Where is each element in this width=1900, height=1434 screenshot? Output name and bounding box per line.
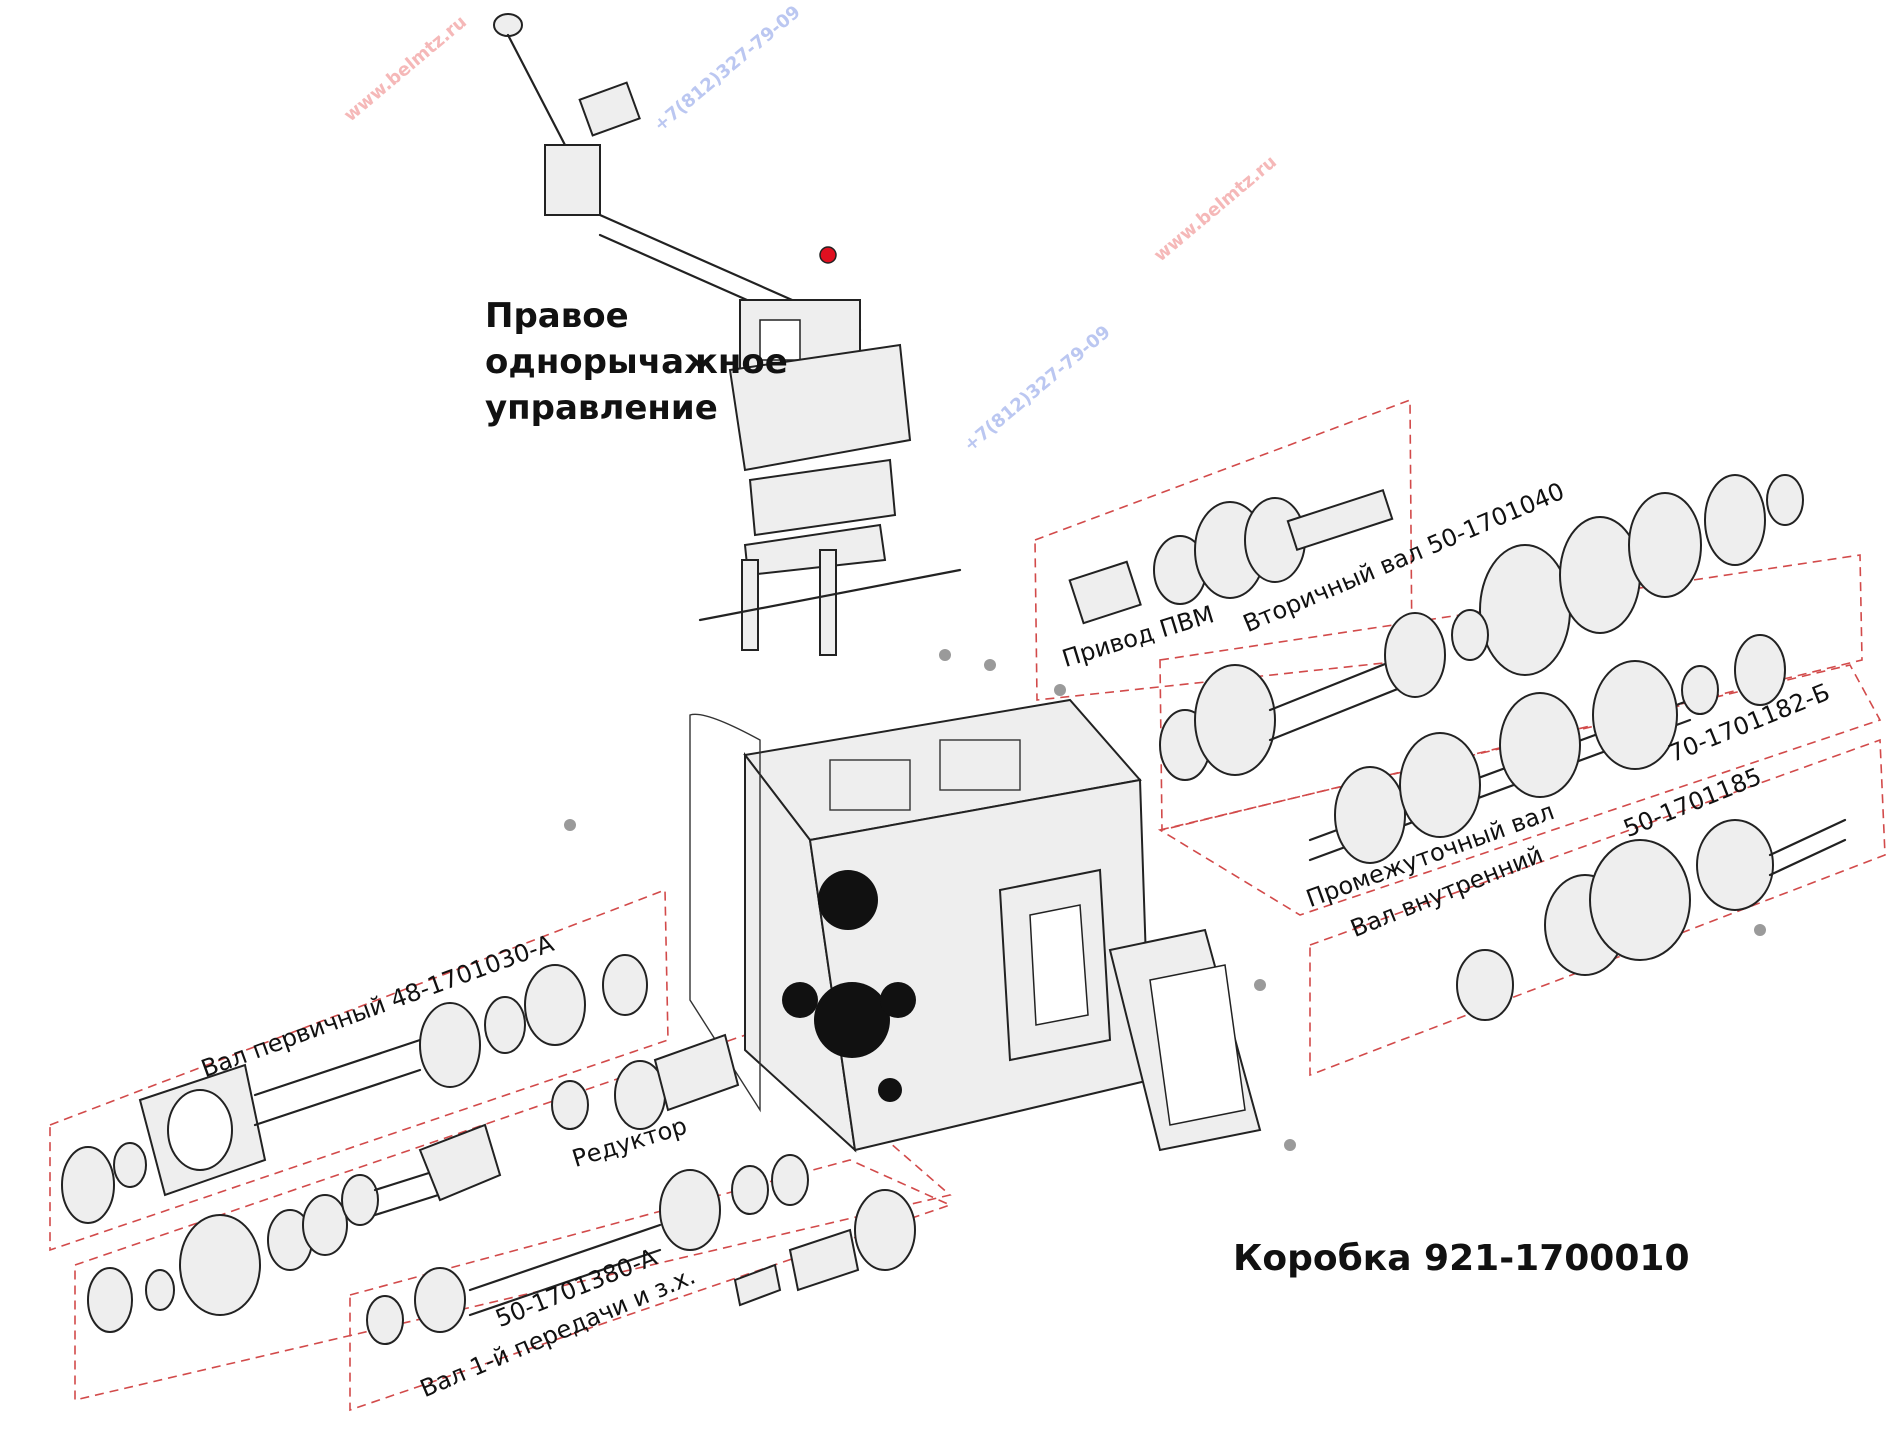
gearbox-housing — [689, 698, 1262, 1153]
intermediate-shaft — [1308, 634, 1786, 864]
gearbox-title: Коробка 921-1700010 — [1233, 1238, 1690, 1279]
secondary-shaft — [1159, 474, 1804, 781]
fasteners — [564, 649, 1766, 1151]
title-right-single-lever-control: Правое однорычажное управление — [485, 296, 788, 428]
frame-primary-shaft — [49, 888, 669, 1252]
primary-shaft — [61, 954, 648, 1224]
first-gear-shaft — [366, 1154, 916, 1345]
control-lever-assembly — [493, 13, 962, 656]
pvm-drive — [1068, 489, 1394, 625]
frame-reducer — [74, 1029, 952, 1402]
frame-inner-shaft — [1309, 738, 1886, 1077]
inner-shaft — [1456, 818, 1847, 1021]
reducer-assembly — [87, 1033, 740, 1333]
